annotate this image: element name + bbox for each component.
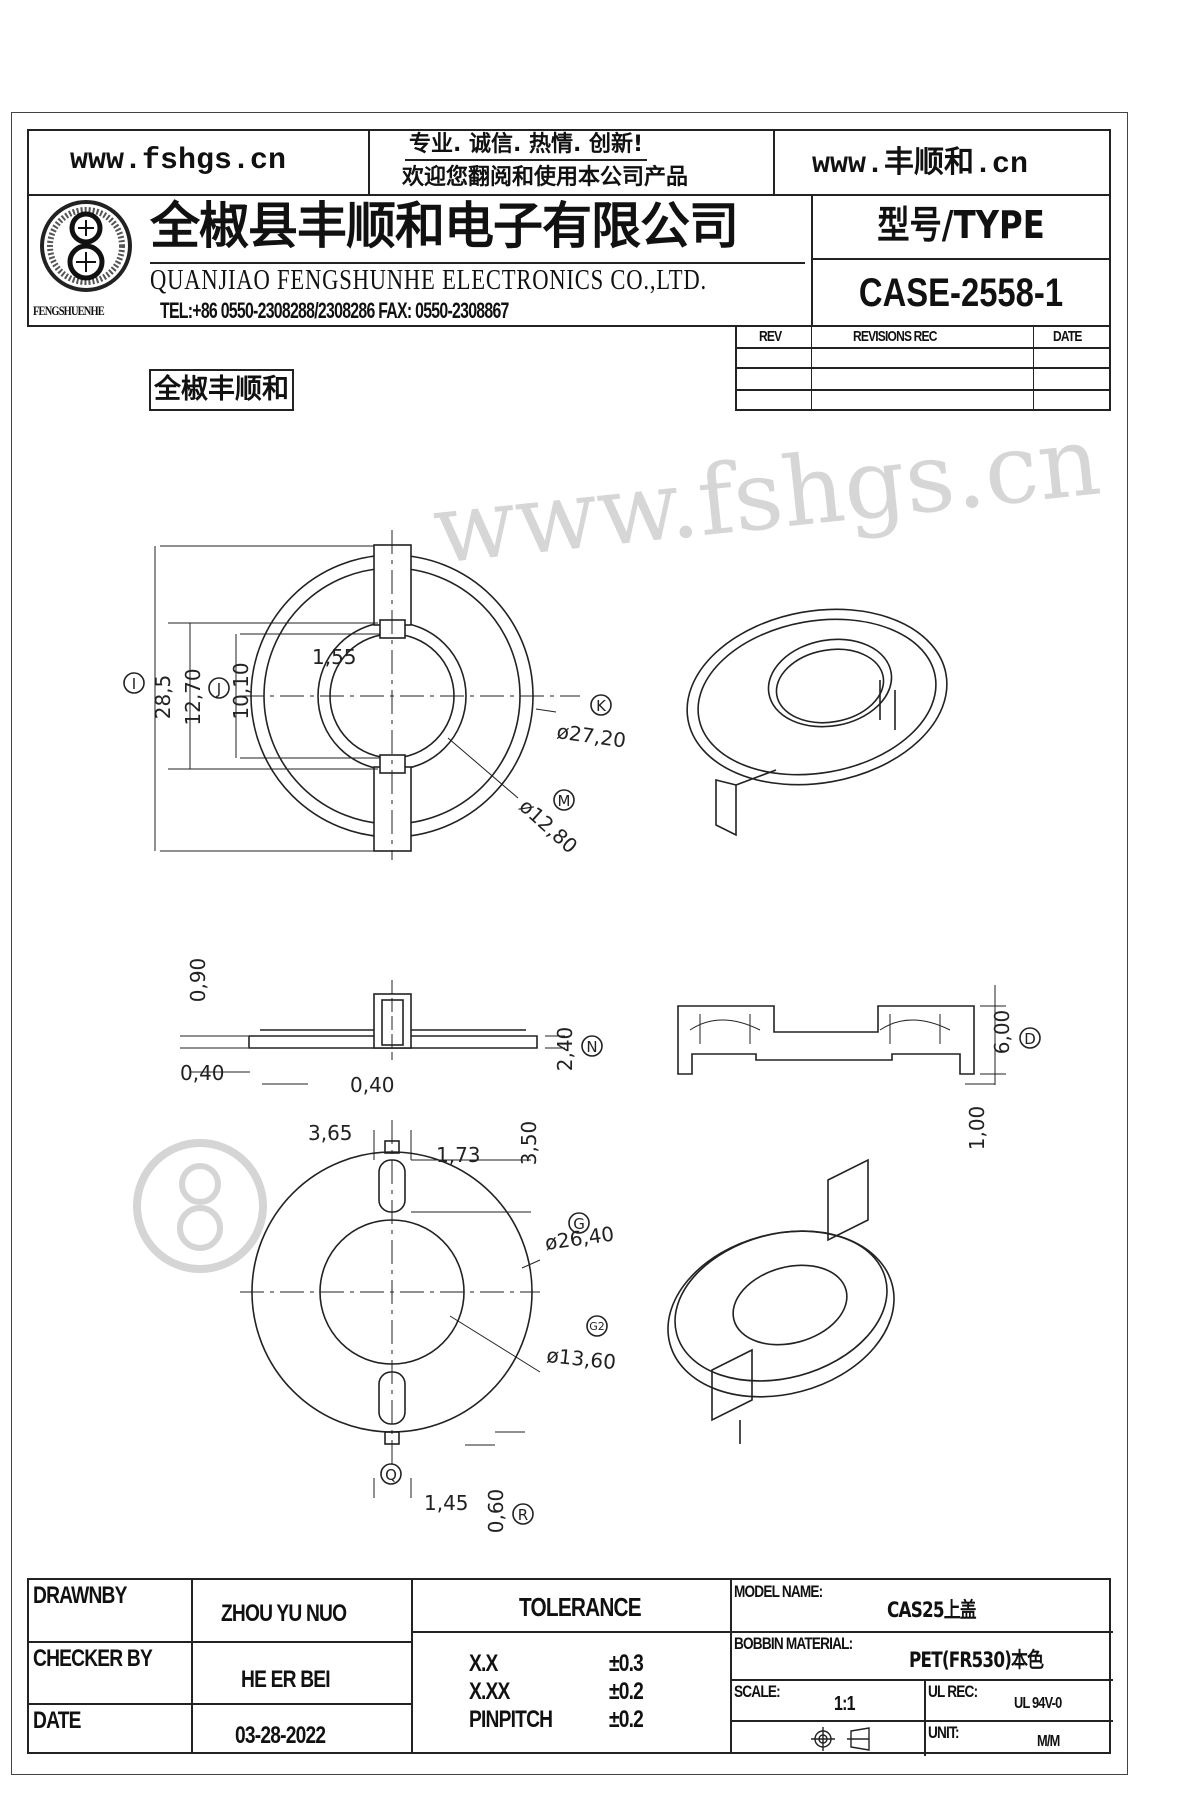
dim-10-10: 10,10 — [229, 662, 253, 719]
drawing-frame — [11, 112, 1128, 1775]
tolerance-key: PINPITCH — [469, 1706, 553, 1733]
dim-0-90: 0,90 — [186, 958, 210, 1003]
company-stamp: 全椒丰顺和 — [149, 369, 294, 411]
side-view — [180, 980, 565, 1085]
isometric-bottom-view — [667, 1158, 895, 1444]
dim-1-00: 1,00 — [965, 1106, 989, 1151]
dim-1-55: 1,55 — [312, 645, 357, 669]
callout-G2: G2 — [589, 1320, 605, 1333]
slogan: 专业. 诚信. 热情. 创新! — [405, 131, 648, 161]
type-label: 型号/TYPE — [877, 203, 1045, 247]
drawn-by-label: DRAWNBY — [33, 1582, 127, 1609]
rev-header: REV — [759, 328, 782, 345]
website-right: www.丰顺和.cn — [812, 148, 1029, 182]
contact-info: TEL:+86 0550-2308288/2308286 FAX: 0550-2… — [160, 298, 509, 323]
model-name-value: CAS25上盖 — [887, 1598, 977, 1622]
dim-13-60: ø13,60 — [545, 1343, 617, 1374]
dim-1-45: 1,45 — [424, 1491, 469, 1515]
right-side-view — [677, 985, 1006, 1085]
projection-symbol-icon — [811, 1727, 870, 1751]
dim-0-40-left: 0,40 — [180, 1061, 225, 1085]
checker-value: HE ER BEI — [241, 1666, 331, 1693]
drawn-by-value: ZHOU YU NUO — [221, 1600, 347, 1627]
website-left: www.fshgs.cn — [70, 144, 287, 178]
callout-G: G — [573, 1215, 585, 1233]
dim-0-40-right: 0,40 — [350, 1073, 395, 1097]
callout-Q: Q — [385, 1466, 397, 1484]
divider — [773, 129, 775, 194]
ul-rec-label: UL REC: — [928, 1682, 978, 1701]
watermark-text: www.fshgs.cn — [428, 405, 1105, 586]
welcome-text: 欢迎您翻阅和使用本公司产品 — [402, 165, 689, 190]
top-view — [154, 530, 580, 860]
callout-D: D — [1024, 1030, 1036, 1048]
callout-R: R — [518, 1506, 528, 1524]
company-logo — [40, 200, 132, 292]
date-header: DATE — [1053, 328, 1082, 345]
logo-caption: FENGSHUENHE — [33, 303, 105, 318]
dim-6-00: 6,00 — [990, 1010, 1014, 1055]
dim-12-80: ø12,80 — [515, 794, 583, 858]
bottom-view — [240, 1120, 541, 1498]
revisions-rec-header: REVISIONS REC — [853, 328, 937, 345]
title-block — [27, 129, 1111, 327]
watermark-logo — [133, 1139, 267, 1273]
dim-3-50: 3,50 — [517, 1121, 541, 1166]
revisions-table: REV REVISIONS REC DATE — [735, 327, 1111, 411]
dim-28-5: 28,5 — [151, 675, 175, 720]
isometric-top-view — [686, 608, 948, 837]
tolerance-label: TOLERANCE — [519, 1592, 642, 1622]
ul-rec-value: UL 94V-0 — [1014, 1695, 1062, 1712]
company-name-en: QUANJIAO FENGSHUNHE ELECTRONICS CO.,LTD. — [150, 264, 707, 296]
dim-2-40: 2,40 — [553, 1027, 577, 1072]
company-rule — [150, 262, 805, 264]
footer-table: DRAWNBY ZHOU YU NUO CHECKER BY HE ER BEI… — [27, 1578, 1113, 1756]
date-value: 03-28-2022 — [235, 1722, 326, 1749]
model-name-label: MODEL NAME: — [734, 1582, 823, 1601]
tolerance-value: ±0.2 — [609, 1678, 644, 1705]
scale-label: SCALE: — [734, 1682, 781, 1701]
type-value: CASE-2558-1 — [858, 271, 1064, 315]
unit-label: UNIT: — [928, 1723, 960, 1742]
callout-K: K — [596, 697, 607, 715]
dim-27-20: ø27,20 — [555, 719, 627, 752]
divider — [368, 129, 370, 194]
tolerance-key: X.XX — [469, 1678, 510, 1705]
unit-value: M/M — [1037, 1733, 1060, 1750]
divider — [811, 258, 1111, 260]
dim-1-73: 1,73 — [436, 1143, 481, 1167]
scale-value: 1:1 — [834, 1693, 856, 1715]
tolerance-key: X.X — [469, 1650, 498, 1677]
checker-label: CHECKER BY — [33, 1645, 153, 1672]
divider — [27, 194, 1111, 196]
callout-I: I — [132, 675, 136, 693]
material-value: PET(FR530)本色 — [909, 1648, 1044, 1672]
tolerance-value: ±0.2 — [609, 1706, 644, 1733]
dim-0-60: 0,60 — [484, 1489, 508, 1534]
material-label: BOBBIN MATERIAL: — [734, 1634, 853, 1653]
dim-3-65: 3,65 — [308, 1121, 353, 1145]
callout-N: N — [586, 1038, 597, 1056]
callout-M: M — [558, 792, 571, 810]
company-name-cn: 全椒县丰顺和电子有限公司 — [150, 197, 739, 255]
tolerance-value: ±0.3 — [609, 1650, 644, 1677]
date-label: DATE — [33, 1707, 81, 1734]
divider — [811, 194, 813, 327]
dim-26-40: ø26,40 — [543, 1222, 615, 1255]
dim-12-70: 12,70 — [181, 668, 205, 725]
callout-J: J — [216, 680, 221, 698]
